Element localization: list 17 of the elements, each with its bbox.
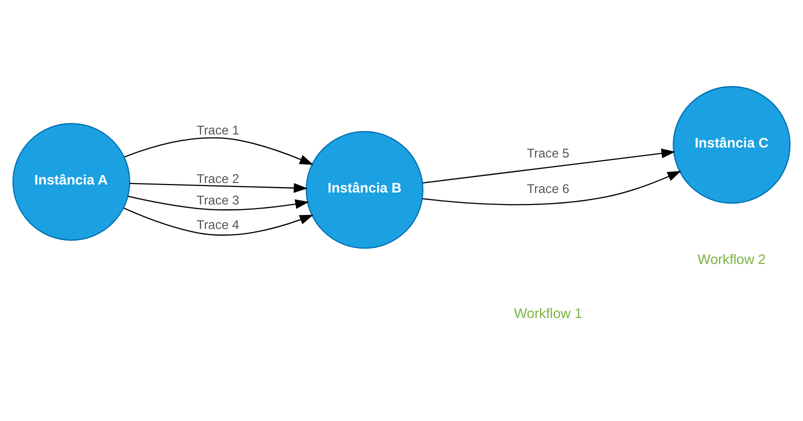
arrow	[422, 148, 676, 183]
arrow	[422, 170, 682, 205]
edge-label: Trace 6	[526, 182, 570, 196]
edge-label: Trace 5	[526, 146, 570, 160]
label: Workflow 2	[698, 250, 766, 266]
node-circle: Instância A	[12, 122, 130, 240]
arrow	[130, 182, 308, 192]
label: Workflow 1	[514, 304, 582, 321]
edge-label: Trace 2	[196, 171, 240, 186]
node-circle: Instância C	[672, 86, 791, 204]
edge-label: Trace 1	[196, 122, 240, 137]
edge-label: Trace 4	[196, 217, 240, 232]
arrow	[128, 195, 310, 210]
node-circle: Instância B	[306, 130, 424, 248]
arrow	[123, 207, 314, 236]
edge-label: Trace 3	[196, 193, 240, 208]
arrow	[124, 136, 314, 164]
